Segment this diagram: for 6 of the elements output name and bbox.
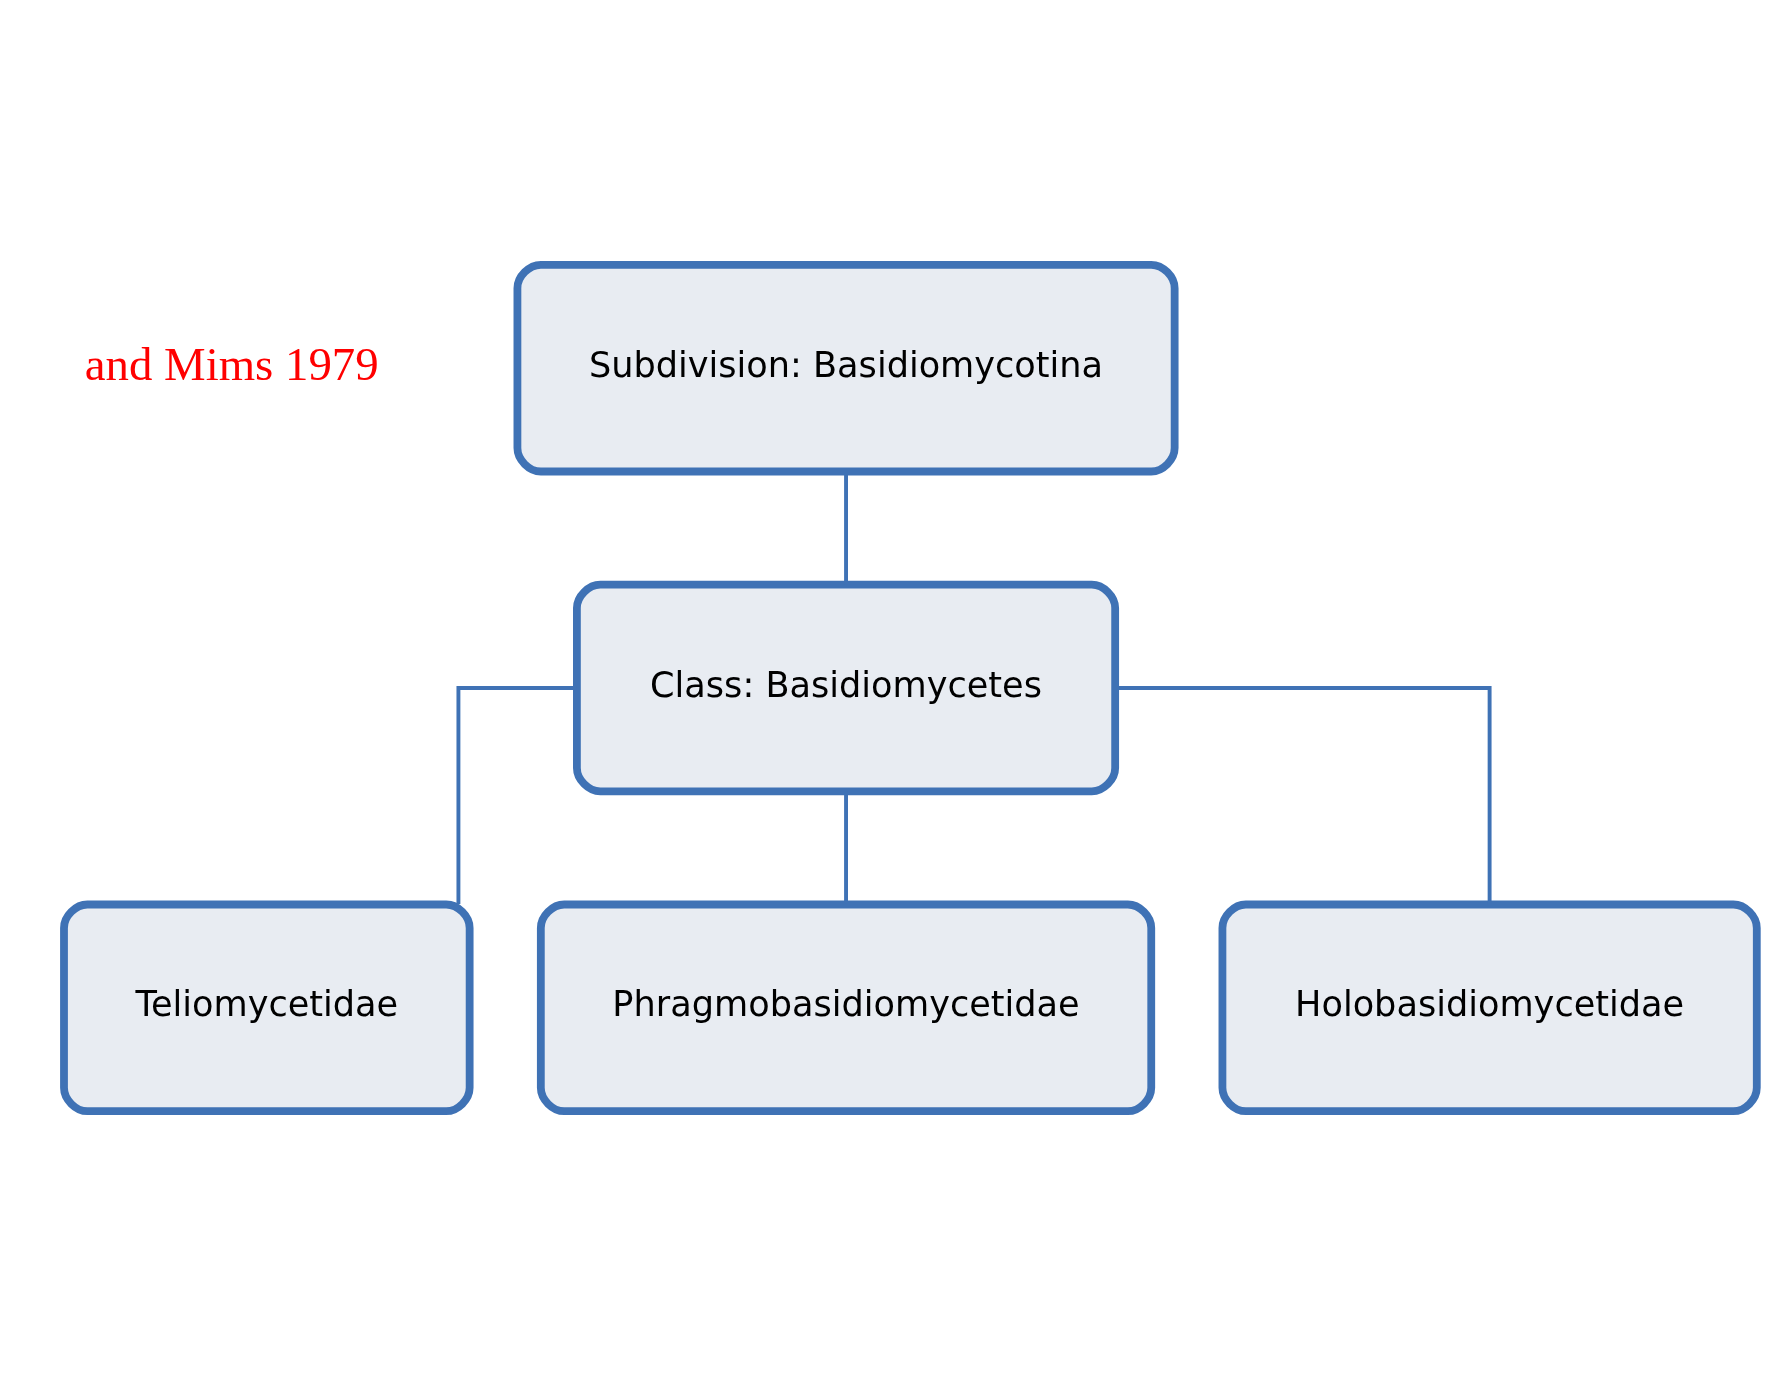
node-box: Subdivision: Basidiomycotina <box>513 260 1179 475</box>
node-box: Class: Basidiomycetes <box>573 580 1120 795</box>
label: and Mims 1979 <box>84 337 379 390</box>
node-box: Holobasidiomycetidae <box>1218 900 1761 1115</box>
node-box: Phragmobasidiomycetidae <box>536 900 1156 1115</box>
node-box: Teliomycetidae <box>60 900 474 1115</box>
